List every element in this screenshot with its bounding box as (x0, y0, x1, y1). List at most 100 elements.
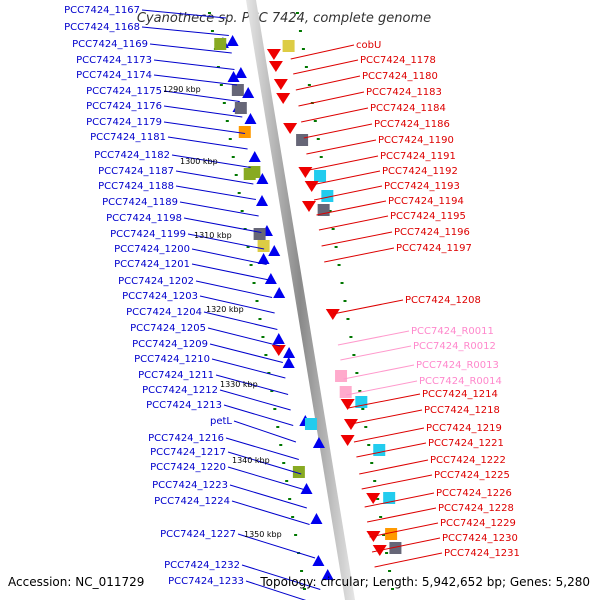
tick-mark (379, 516, 383, 518)
leader-line (227, 466, 304, 490)
gene-label-left: PCC7424_1168 (64, 22, 140, 33)
leader-line (211, 358, 286, 379)
leader-line (361, 474, 433, 490)
tick-mark (270, 390, 274, 392)
tick-mark (385, 552, 389, 554)
gene-label-right: PCC7424_1221 (428, 438, 504, 449)
gene-feature (276, 93, 291, 104)
leader-line (223, 404, 294, 426)
leader-line (149, 43, 232, 54)
tick-mark (361, 408, 365, 410)
gene-feature (296, 134, 309, 146)
kbp-label: 1320 kbp (206, 305, 244, 314)
tick-mark (258, 318, 262, 320)
tick-mark (337, 264, 341, 266)
tick-mark (376, 498, 380, 500)
gene-feature (256, 195, 268, 206)
leader-line (346, 380, 418, 396)
gene-label-right: PCC7424_R0012 (413, 341, 496, 352)
tick-mark (219, 84, 223, 86)
tick-mark (298, 30, 302, 32)
gene-feature (282, 40, 295, 52)
leader-line (209, 343, 283, 363)
gene-feature (234, 102, 247, 114)
gene-label-right: PCC7424_1231 (444, 548, 520, 559)
leader-line (340, 345, 412, 361)
leader-line (318, 215, 389, 231)
tick-mark (295, 12, 299, 14)
leader-line (225, 437, 299, 460)
leader-line (215, 374, 289, 395)
tick-mark (301, 48, 305, 50)
genome-backbone (246, 0, 355, 600)
gene-label-left: PCC7424_1179 (86, 117, 162, 128)
tick-mark (216, 66, 220, 68)
gene-feature (301, 201, 316, 212)
gene-label-right: PCC7424_1228 (438, 503, 514, 514)
gene-feature (264, 273, 277, 284)
tick-mark (303, 588, 307, 590)
gene-label-left: PCC7424_1175 (86, 86, 162, 97)
gene-feature (366, 493, 381, 504)
gene-feature (340, 399, 355, 410)
gene-label-left: PCC7424_1204 (126, 307, 202, 318)
gene-feature (253, 228, 266, 240)
right-gene-labels: cobUPCC7424_1178PCC7424_1180PCC7424_1183… (356, 40, 520, 559)
tick-mark (279, 444, 283, 446)
gene-feature (244, 113, 257, 124)
gene-feature (257, 240, 270, 252)
gene-label-left: PCC7424_1209 (132, 339, 208, 350)
leader-line (163, 105, 243, 118)
gene-label-right: PCC7424_1184 (370, 103, 446, 114)
gene-feature (312, 437, 325, 448)
gene-feature (304, 181, 319, 192)
gene-label-left: PCC7424_1232 (164, 560, 240, 571)
leader-line (195, 280, 273, 298)
tick-mark (307, 84, 311, 86)
gene-label-right: PCC7424_1195 (390, 211, 466, 222)
gene-label-left: PCC7424_1203 (122, 291, 198, 302)
gene-label-right: PCC7424_1193 (384, 181, 460, 192)
tick-mark (240, 210, 244, 212)
tick-mark (285, 480, 289, 482)
tick-mark (346, 318, 350, 320)
leader-line (293, 59, 359, 75)
gene-label-left: PCC7424_1198 (106, 213, 182, 224)
gene-label-left: PCC7424_1202 (118, 276, 194, 287)
tick-mark (222, 102, 226, 104)
tick-mark (225, 120, 229, 122)
gene-label-left: PCC7424_1169 (72, 39, 148, 50)
leader-line (295, 75, 361, 91)
leader-line (311, 170, 381, 186)
leader-line (203, 311, 278, 330)
leader-line (153, 59, 235, 70)
tick-mark (391, 588, 395, 590)
leader-line (353, 427, 425, 443)
gene-feature (321, 190, 334, 202)
tick-mark (370, 462, 374, 464)
leader-line (229, 484, 307, 509)
gene-feature (272, 333, 285, 344)
leader-line (163, 121, 246, 134)
tick-mark (343, 300, 347, 302)
tick-mark (282, 462, 286, 464)
tick-mark (355, 372, 359, 374)
gene-label-right: PCC7424_1229 (440, 518, 516, 529)
tick-mark (231, 156, 235, 158)
left-leader-lines (141, 9, 321, 600)
gene-label-left: PCC7424_1167 (64, 5, 140, 16)
leader-line (141, 9, 227, 19)
leader-line (290, 44, 355, 60)
gene-feature (292, 466, 305, 478)
leader-line (241, 564, 321, 590)
gene-feature (234, 67, 247, 78)
gene-label-right: PCC7424_1197 (396, 243, 472, 254)
leader-line (219, 389, 291, 411)
gene-feature (283, 347, 296, 358)
leader-line (316, 200, 387, 216)
gene-feature (256, 173, 269, 184)
leader-line (237, 533, 316, 559)
gene-label-left: PCC7424_1173 (76, 55, 152, 66)
gene-feature (340, 435, 355, 446)
gene-label-left: PCC7424_1189 (102, 197, 178, 208)
